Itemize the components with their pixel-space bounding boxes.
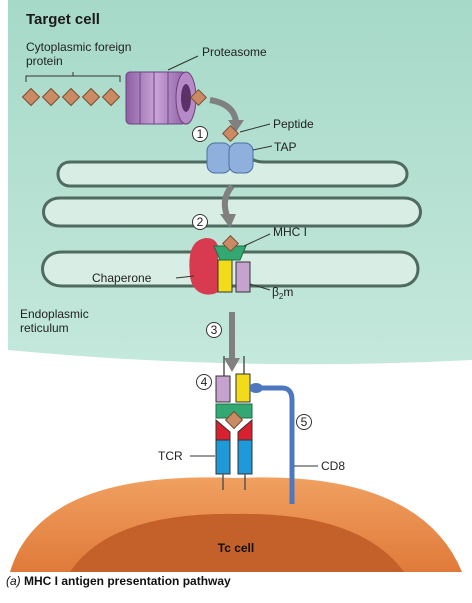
mhc1-complex-er [189, 235, 251, 295]
tc-cell-nucleus [70, 513, 404, 572]
proteasome-label: Proteasome [202, 45, 267, 59]
tcr-receptor [215, 418, 253, 490]
peptide-label: Peptide [273, 117, 314, 131]
step-4-number: 4 [201, 375, 208, 389]
step-2-badge [192, 214, 208, 230]
b2m-leader [249, 283, 271, 291]
arrow-to-tap-head [228, 120, 244, 132]
step-1-badge [192, 126, 208, 142]
er-label-1: Endoplasmic [20, 307, 89, 321]
step-3-badge [206, 322, 222, 338]
tap-transporter [206, 142, 254, 174]
proteasome [125, 71, 197, 125]
mhc1-alpha-chain-er [217, 259, 233, 293]
chaperone-leader [175, 275, 195, 279]
tc-cell-label: Tc cell [218, 541, 254, 555]
arrow-to-mhc-head [220, 214, 236, 228]
b2m-er [235, 261, 251, 293]
caption-text: MHC I antigen presentation pathway [24, 574, 231, 588]
cd8-coreceptor [249, 383, 295, 504]
arrow-to-tap [209, 97, 239, 123]
b2m-surface [215, 375, 231, 403]
step-5-badge [296, 414, 312, 430]
tcr-label: TCR [158, 449, 183, 463]
peptide-leader [239, 123, 271, 133]
mhc1-label: MHC I [273, 225, 307, 239]
peptide-exiting [190, 89, 207, 106]
foreign-protein-bracket [25, 72, 121, 82]
b2m-label: β2m [272, 285, 293, 301]
peptide-presented [224, 410, 244, 430]
cd8-label: CD8 [321, 459, 345, 473]
chaperone-label: Chaperone [92, 271, 152, 285]
figure-caption: (a) MHC I antigen presentation pathway [6, 574, 231, 588]
mhc1-alpha-surface [235, 373, 251, 403]
cytoplasmic-protein-label-2: protein [26, 54, 63, 68]
chaperone [189, 238, 218, 295]
mhc1-surface [215, 356, 253, 430]
peptide [222, 125, 239, 142]
cytoplasmic-protein-label-1: Cytoplasmic foreign [26, 40, 131, 54]
arrow-to-membrane-head [224, 358, 240, 372]
step-4-badge [196, 374, 212, 390]
er-label-2: reticulum [20, 321, 69, 335]
er-membrane-middle [42, 196, 422, 228]
step-3-number: 3 [211, 323, 218, 337]
caption-letter: (a) [6, 574, 21, 588]
step-1-number: 1 [197, 127, 204, 141]
tap-leader [252, 145, 273, 151]
tap-label: TAP [274, 140, 296, 154]
peptide-in-mhc [222, 235, 239, 252]
mhc1-leader [243, 233, 271, 247]
step-2-number: 2 [197, 215, 204, 229]
target-cell-title: Target cell [26, 11, 100, 28]
foreign-protein-chain [21, 87, 121, 107]
step-5-number: 5 [301, 415, 308, 429]
proteasome-leader [167, 55, 199, 71]
